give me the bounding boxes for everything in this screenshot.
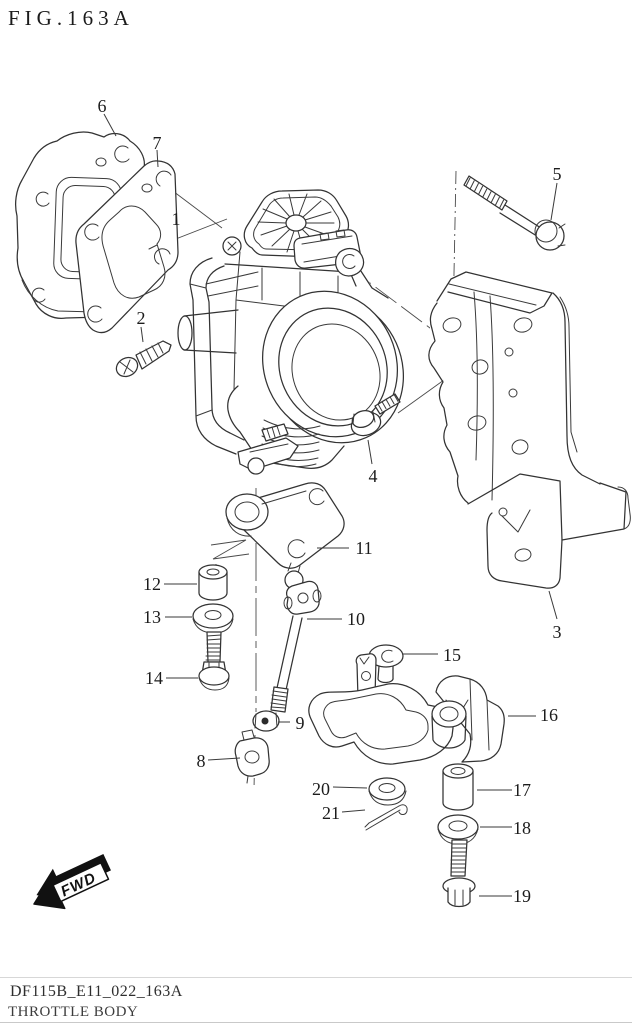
body-frame-strap	[189, 257, 259, 455]
callout-6: 6	[98, 96, 107, 116]
washer-part13	[192, 603, 234, 634]
leader-20	[332, 786, 368, 789]
long-bolt-part5	[463, 175, 566, 251]
leader-2	[140, 326, 144, 343]
callout-15: 15	[443, 645, 461, 665]
gasket-part7	[75, 160, 179, 334]
fwd-direction-arrow: FWD	[33, 853, 111, 910]
cam-ball-stud	[247, 457, 265, 475]
cotter-pin-part21	[364, 804, 408, 831]
bolt-part19	[442, 839, 476, 908]
callout-17: 17	[513, 780, 531, 800]
lever-bracket-part11	[225, 482, 345, 590]
fwd-arrowhead	[34, 877, 65, 909]
footer-divider	[0, 977, 632, 978]
throttle-rod-part10	[270, 580, 322, 713]
washer-part18	[437, 814, 479, 845]
leader-8	[207, 757, 241, 761]
callout-20: 20	[312, 779, 330, 799]
callout-21: 21	[322, 803, 340, 823]
washer-part20	[368, 777, 407, 806]
leader-3	[548, 590, 558, 620]
lever-ring	[308, 683, 454, 765]
callout-numbers: 1 2 3 4 5 6 7 8 9 10 11 12 13 14 15 16 1…	[98, 96, 562, 906]
mount-bracket-part3	[428, 271, 631, 589]
footer-bottom-line	[0, 1022, 632, 1023]
lower-body	[227, 385, 345, 475]
callout-16: 16	[540, 705, 558, 725]
callout-9: 9	[296, 713, 305, 733]
lever-boss	[431, 700, 467, 728]
ball-joint-part8	[234, 729, 270, 784]
spacer-part12	[198, 564, 228, 601]
callout-10: 10	[347, 609, 365, 629]
callout-leader-lines	[103, 113, 558, 897]
callout-12: 12	[143, 574, 161, 594]
callout-11: 11	[355, 538, 372, 558]
nut-part9	[252, 710, 280, 732]
leader-4	[367, 439, 373, 465]
callout-3: 3	[553, 622, 562, 642]
callout-18: 18	[513, 818, 531, 838]
lever-post	[355, 653, 377, 699]
leader-6	[103, 113, 117, 137]
callout-14: 14	[145, 668, 163, 688]
callout-8: 8	[197, 751, 206, 771]
idle-screw-part2	[115, 340, 172, 378]
drawing-code: DF115B_E11_022_163A	[10, 983, 183, 1000]
callout-13: 13	[143, 607, 161, 627]
callout-5: 5	[553, 164, 562, 184]
inlet-tube	[177, 309, 239, 354]
callout-4: 4	[369, 466, 378, 486]
bolt-part14	[198, 631, 230, 691]
throttle-body-part1	[177, 189, 405, 475]
lever-flange	[435, 675, 505, 763]
spacer-part17	[442, 763, 474, 811]
callout-7: 7	[153, 133, 162, 153]
leader-21	[341, 809, 366, 813]
figure-number-label: FIG.163A	[8, 6, 134, 30]
callout-19: 19	[513, 886, 531, 906]
throttle-lever-part16	[308, 653, 505, 765]
leader-5	[550, 182, 558, 221]
drawing-title: THROTTLE BODY	[8, 1004, 139, 1020]
flange-bolt-part4	[350, 393, 401, 437]
body-mounting-ear	[335, 247, 365, 277]
callout-1: 1	[172, 209, 181, 229]
callout-2: 2	[137, 308, 146, 328]
leader-7	[156, 149, 159, 168]
